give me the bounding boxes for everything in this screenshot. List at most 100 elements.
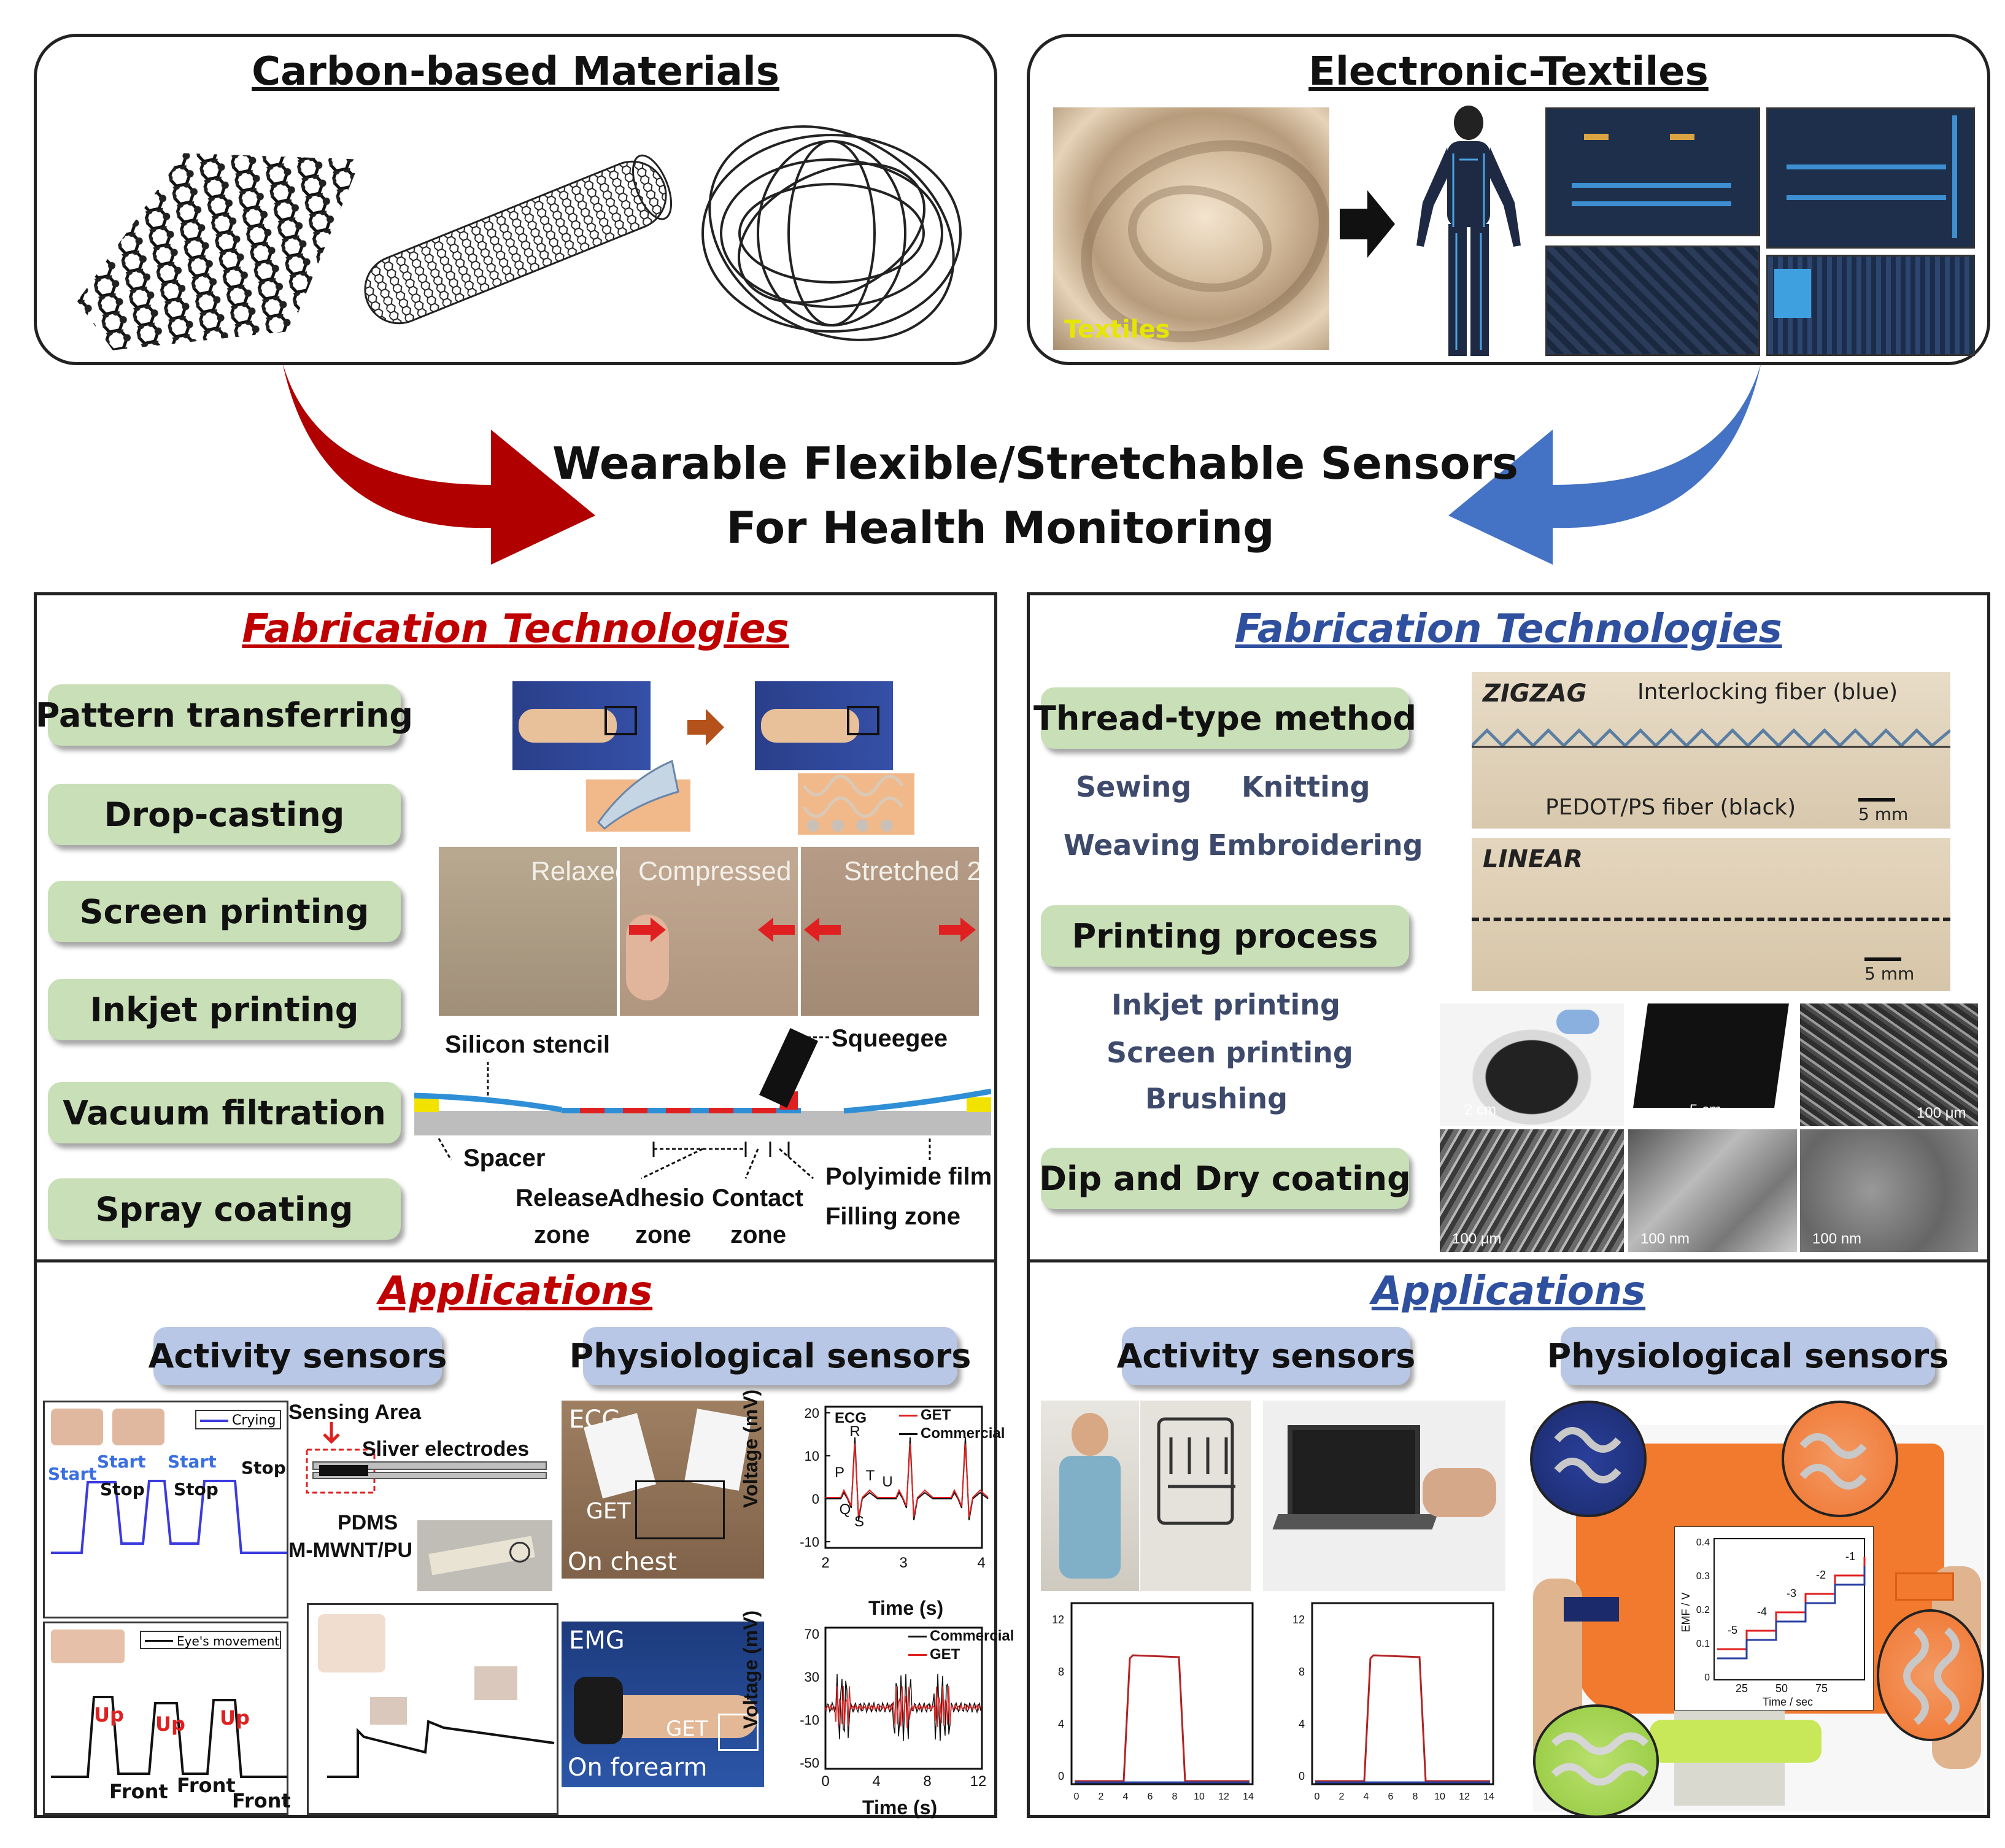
ecg-peak-label: S: [854, 1514, 864, 1530]
orange-sensor-circle-top: [1782, 1401, 1898, 1517]
sensing-area-label: Sensing Area: [288, 1401, 422, 1424]
emg-commercial-line: [825, 1674, 981, 1741]
zigzag-scale-label: 5 mm: [1858, 804, 1909, 824]
interlocking-label: Interlocking fiber (blue): [1637, 679, 1898, 705]
eye-front-2: Front: [177, 1774, 236, 1797]
etextile-bodysuit-figure: [1416, 106, 1521, 356]
right-activity-sensors-pill: Activity sensors: [1117, 1327, 1415, 1385]
finger-bending-signal-line: [327, 1720, 555, 1778]
screen-printing-label: Screen printing: [1107, 1036, 1353, 1069]
emf-blue-line: [1717, 1566, 1866, 1660]
blue-curved-arrow-icon: [1448, 362, 1761, 565]
method-spray-coating: Spray coating: [48, 1178, 401, 1240]
laptop-photo: [1263, 1401, 1505, 1591]
eye-up-2: Up: [155, 1712, 185, 1736]
right-applications-panel: Applications Activity sensors Physiologi…: [1027, 1259, 1990, 1818]
left-fabrication-panel: Fabrication Technologies Pattern transfe…: [34, 592, 997, 1264]
sensor-schematic: [306, 1422, 547, 1494]
activity-xtick: 10: [1194, 1792, 1205, 1802]
compress-arrow-icon-left: [629, 918, 666, 942]
textiles-label: Textiles: [1064, 315, 1170, 344]
ecg-ytick: 10: [805, 1448, 819, 1464]
emf-xlabel: Time / sec: [1763, 1696, 1813, 1708]
method-inkjet-printing: Inkjet printing: [48, 979, 401, 1040]
compress-arrow-icon-right: [758, 918, 795, 942]
blue-sensor-circle: [1530, 1401, 1647, 1517]
emg-forearm-photo: EMG GET On forearm: [562, 1622, 764, 1787]
etextiles-panel: Electronic-Textiles Textiles: [1027, 34, 1990, 365]
emf-ytick: 0.3: [1696, 1571, 1710, 1582]
emf-ytick: 0.2: [1696, 1605, 1710, 1615]
activity-ytick: 4: [1058, 1718, 1064, 1730]
crying-legend-text: Crying: [232, 1413, 276, 1428]
adhesio-label: Adhesio: [608, 1185, 705, 1212]
emf-xtick: 25: [1736, 1682, 1748, 1695]
emg-ytick: -10: [800, 1712, 819, 1728]
textile-fabric-photo: Textiles: [1053, 107, 1329, 350]
etextile-closeup-photo-1: [1545, 245, 1760, 356]
crying-legend: Crying: [195, 1410, 281, 1429]
right-applications-title: Applications: [1371, 1269, 1646, 1314]
crying-stop-2: Stop: [174, 1479, 218, 1499]
emg-get-label: GET: [666, 1717, 708, 1741]
emg-xtick: 12: [970, 1773, 987, 1790]
eye-up-1: Up: [94, 1703, 124, 1726]
ecg-xtick: 2: [821, 1555, 829, 1571]
eye-front-1: Front: [109, 1780, 168, 1803]
activity-ytick: 4: [1299, 1718, 1305, 1730]
filling-zone-label: Filling zone: [825, 1203, 960, 1230]
left-activity-sensors-pill: Activity sensors: [149, 1327, 447, 1385]
sem-label-2: 5 cm: [1690, 1102, 1722, 1118]
silver-electrodes-label: Sliver electrodes: [362, 1437, 530, 1461]
adhesio-zone-label: zone: [635, 1221, 692, 1248]
embroidering-label: Embroidering: [1208, 829, 1423, 862]
thread-type-method-pill: Thread-type method: [1033, 687, 1416, 749]
activity-red-line: [1315, 1654, 1490, 1782]
ecg-ylabel: Voltage (mV): [740, 1389, 762, 1508]
relaxed-skin-photo: Relaxed: [439, 847, 617, 1016]
relaxed-label: Relaxed: [531, 856, 617, 886]
sem-surface-photo-1: 100 nm: [1628, 1129, 1797, 1252]
right-physiological-sensors-pill: Physiological sensors: [1547, 1327, 1949, 1385]
ecg-ytick: -10: [800, 1534, 819, 1550]
ecg-get-label: GET: [586, 1499, 631, 1524]
emg-xtick: 8: [923, 1773, 931, 1790]
eye-movement-chart: Eye's movement Up Up Up Front Front Fron…: [43, 1622, 291, 1815]
contact-label: Contact: [712, 1185, 803, 1212]
carbon-materials-title: Carbon-based Materials: [252, 49, 779, 95]
sensor-device-photo: [417, 1520, 552, 1591]
pdms-label: PDMS: [338, 1511, 398, 1534]
emg-legend-get-text: GET: [930, 1646, 960, 1663]
eye-legend: Eye's movement: [140, 1631, 281, 1649]
activity-xtick: 2: [1099, 1792, 1104, 1802]
emg-ytick: 70: [805, 1626, 819, 1642]
crying-chart: Crying Start Start Start Stop Stop Stop: [43, 1401, 288, 1618]
activity-xtick: 6: [1388, 1792, 1394, 1802]
ecg-peak-label: T: [866, 1467, 875, 1484]
crying-signal-line: [51, 1480, 287, 1554]
orange-sensor-circle-right: [1877, 1609, 1984, 1741]
activity-xtick: 14: [1483, 1792, 1494, 1802]
ecg-legend-title: ECG: [835, 1410, 867, 1426]
contact-zone-label: zone: [730, 1221, 787, 1248]
emf-step-label: -3: [1787, 1587, 1796, 1599]
sem-fibers-photo-2: 100 μm: [1440, 1129, 1624, 1252]
eye-up-3: Up: [220, 1706, 250, 1730]
graphene-sheet-illustration: [55, 123, 387, 356]
activity-xtick: 8: [1413, 1792, 1418, 1802]
release-zone-label: zone: [534, 1221, 590, 1248]
ecg-legend-commercial-text: Commercial: [921, 1425, 1005, 1442]
linear-label: LINEAR: [1483, 845, 1583, 873]
right-fabrication-title: Fabrication Technologies: [1235, 606, 1782, 652]
activity-xtick: 4: [1123, 1792, 1129, 1802]
sem-label-5: 100 nm: [1640, 1231, 1690, 1247]
stretched-label: Stretched 25%: [844, 856, 979, 886]
right-fabrication-panel: Fabrication Technologies Thread-type met…: [1027, 592, 1990, 1264]
woman-wearing-sensor-photo: [1041, 1401, 1139, 1591]
emg-ytick: 30: [805, 1669, 819, 1685]
method-screen-printing: Screen printing: [48, 881, 401, 942]
